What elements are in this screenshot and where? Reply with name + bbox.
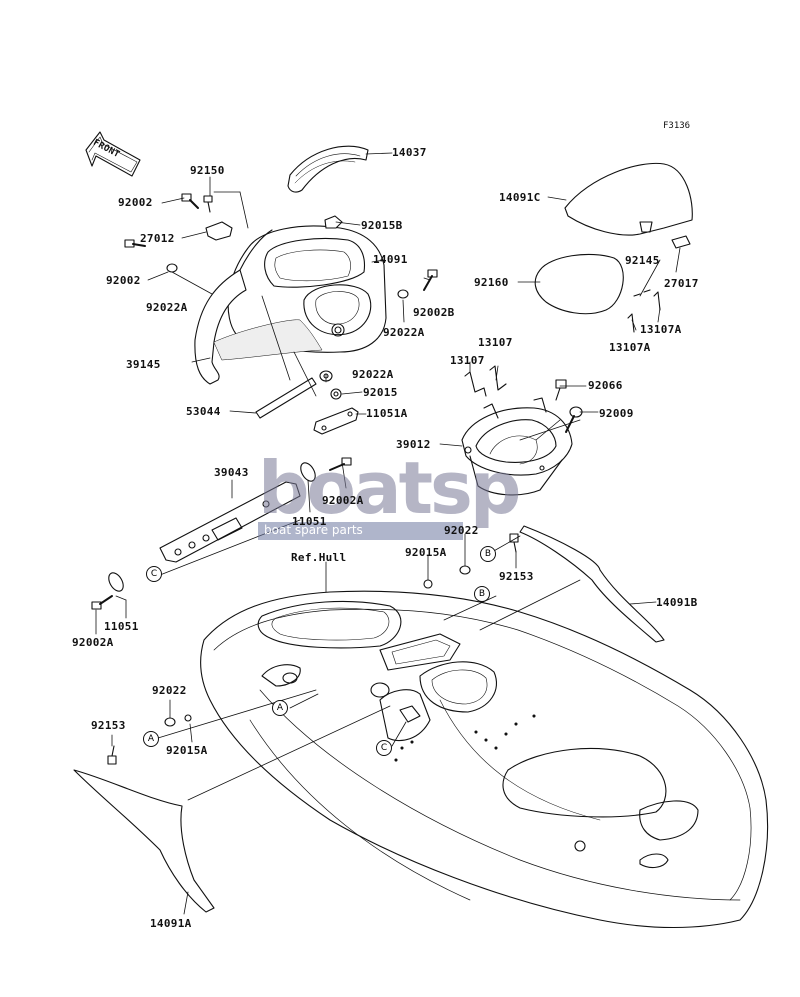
callout-13107a-upper: 13107A (640, 323, 682, 336)
front-arrow-icon (85, 131, 141, 177)
part-27012-bracket (205, 221, 233, 241)
callout-53044: 53044 (186, 405, 221, 418)
callout-11051a: 11051A (366, 407, 408, 420)
part-14091a-trim (73, 769, 215, 913)
washer-92022a-left (166, 263, 178, 273)
bolt-92002a-upper (329, 457, 352, 471)
ref-hull-label: Ref.Hull (291, 551, 347, 564)
part-27017-block (671, 235, 691, 249)
bolt-92066 (555, 379, 567, 401)
callout-92022a-lower: 92022A (352, 368, 394, 381)
callout-92002a-upper: 92002A (322, 494, 364, 507)
callout-14037: 14037 (392, 146, 427, 159)
washer-92022-left (164, 717, 176, 727)
callout-92015a-right: 92015A (405, 546, 447, 559)
callout-14091b: 14091B (656, 596, 698, 609)
washer-92022a-right (397, 289, 409, 299)
callout-13107a-lower: 13107A (609, 341, 651, 354)
callout-92022-right: 92022 (444, 524, 479, 537)
callout-92153-right: 92153 (499, 570, 534, 583)
part-14091b-trim (519, 525, 665, 643)
nut-92015b (324, 215, 343, 229)
bolt-92002-left (124, 239, 146, 248)
callout-92015a-left: 92015A (166, 744, 208, 757)
callout-92002b: 92002B (413, 306, 455, 319)
callout-27012: 27012 (140, 232, 175, 245)
marker-c-hull: C (376, 740, 392, 756)
part-14091-dash (227, 225, 387, 353)
part-39043-panel (159, 481, 301, 563)
clips-13107 (464, 365, 507, 397)
callout-92022a-right: 92022A (383, 326, 425, 339)
callout-92153-left: 92153 (91, 719, 126, 732)
bolt-92002a-lower (91, 595, 113, 610)
callout-11051-upper: 11051 (292, 515, 327, 528)
callout-92022a-left: 92022A (146, 301, 188, 314)
part-14091c-lid (564, 162, 693, 236)
callout-39145: 39145 (126, 358, 161, 371)
callout-13107-left: 13107 (450, 354, 485, 367)
hull-reference (200, 590, 769, 929)
part-39012-bucket (461, 397, 573, 496)
nut-92015a-right (423, 579, 433, 589)
callout-92145: 92145 (625, 254, 660, 267)
part-53044-rod (255, 377, 317, 419)
callout-92002a-lower: 92002A (72, 636, 114, 649)
callout-92150: 92150 (190, 164, 225, 177)
part-11051-bracket-lower (108, 572, 124, 592)
callout-11051-lower: 11051 (104, 620, 139, 633)
watermark-brand: boatsp (258, 446, 521, 530)
screw-92153-left (107, 745, 117, 765)
marker-b-hull: B (474, 586, 490, 602)
callout-14091a: 14091A (150, 917, 192, 930)
marker-a-left: A (143, 731, 159, 747)
leader-lines (95, 152, 681, 915)
callout-92022-left: 92022 (152, 684, 187, 697)
watermark-tagline: boat spare parts (264, 523, 363, 537)
bolt-92150 (203, 195, 213, 213)
bolt-92002b (423, 269, 438, 291)
callout-14091: 14091 (373, 253, 408, 266)
nut-92015a-left (184, 714, 192, 722)
bolt-92009 (565, 406, 583, 433)
callout-13107-right: 13107 (478, 336, 513, 349)
callout-39012: 39012 (396, 438, 431, 451)
screw-92153-right (509, 533, 519, 553)
part-39145-cover (194, 229, 323, 385)
callout-27017: 27017 (664, 277, 699, 290)
callout-92002-top: 92002 (118, 196, 153, 209)
marker-c-panel: C (146, 566, 162, 582)
marker-a-hull: A (272, 700, 288, 716)
part-14037-trim (287, 145, 369, 193)
clips-13107a (627, 291, 661, 333)
callout-14091c: 14091C (499, 191, 541, 204)
callout-92009: 92009 (599, 407, 634, 420)
callout-92002-left: 92002 (106, 274, 141, 287)
callout-92066: 92066 (588, 379, 623, 392)
callout-39043: 39043 (214, 466, 249, 479)
watermark-bar (258, 522, 463, 540)
clips-92145 (633, 289, 651, 297)
part-11051a-bracket (313, 407, 359, 435)
washer-92022-right (459, 565, 471, 575)
nut-92015 (330, 388, 342, 400)
figure-code: F3136 (663, 121, 691, 131)
callout-92015: 92015 (363, 386, 398, 399)
bolt-92002-upper (181, 193, 199, 209)
watermark: boatsp boat spare parts (258, 452, 521, 542)
callout-92015b: 92015B (361, 219, 403, 232)
callout-92160: 92160 (474, 276, 509, 289)
part-92160-pad (534, 253, 624, 315)
part-11051-bracket-upper (300, 462, 316, 482)
marker-b-screw: B (480, 546, 496, 562)
